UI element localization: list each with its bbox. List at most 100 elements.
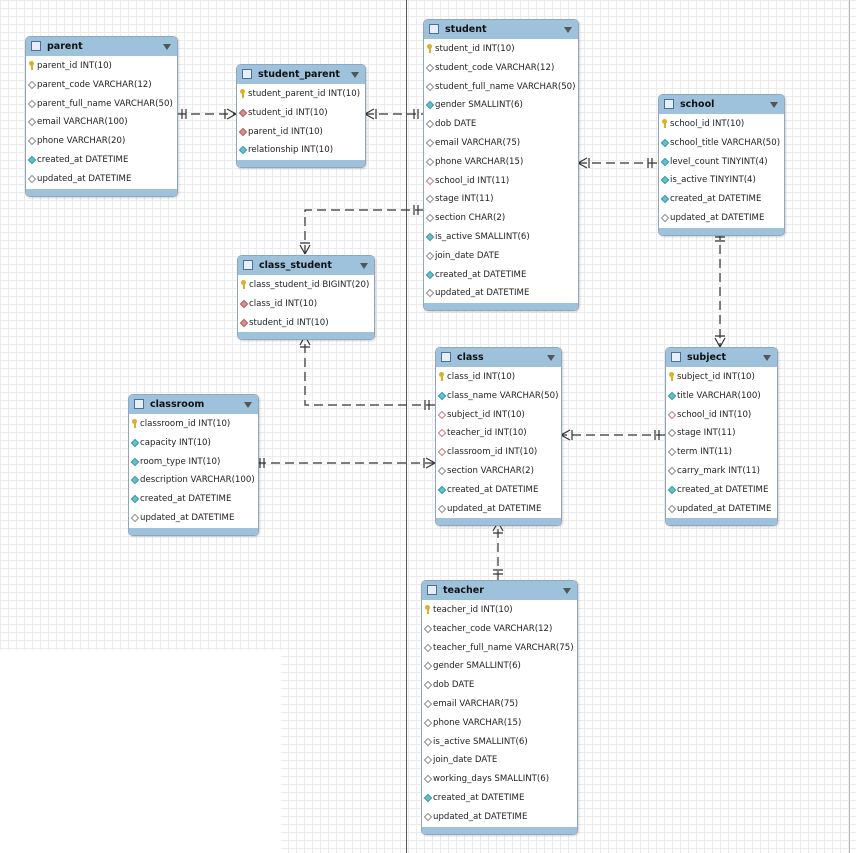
column-row[interactable]: term INT(11)	[666, 443, 777, 462]
column-row[interactable]: teacher_id INT(10)	[436, 424, 561, 443]
column-list: student_id INT(10)student_code VARCHAR(1…	[424, 39, 578, 303]
column-row[interactable]: dob DATE	[422, 676, 577, 695]
column-row[interactable]: relationship INT(10)	[237, 141, 365, 160]
column-row[interactable]: school_title VARCHAR(50)	[659, 134, 784, 153]
column-row[interactable]: is_active SMALLINT(6)	[424, 228, 578, 247]
collapse-arrow-icon[interactable]	[360, 263, 368, 269]
column-row[interactable]: working_days SMALLINT(6)	[422, 770, 577, 789]
column-row[interactable]: updated_at DATETIME	[422, 808, 577, 827]
column-row[interactable]: capacity INT(10)	[129, 434, 258, 453]
column-row[interactable]: created_at DATETIME	[436, 481, 561, 500]
column-row[interactable]: class_id INT(10)	[238, 295, 374, 314]
column-row[interactable]: student_id INT(10)	[424, 40, 578, 59]
column-row[interactable]: is_active SMALLINT(6)	[422, 733, 577, 752]
collapse-arrow-icon[interactable]	[564, 27, 572, 33]
column-row[interactable]: updated_at DATETIME	[129, 509, 258, 528]
column-row[interactable]: classroom_id INT(10)	[436, 443, 561, 462]
collapse-arrow-icon[interactable]	[563, 588, 571, 594]
column-row[interactable]: class_id INT(10)	[436, 368, 561, 387]
column-row[interactable]: updated_at DATETIME	[436, 500, 561, 519]
column-row[interactable]: level_count TINYINT(4)	[659, 153, 784, 172]
table-header[interactable]: teacher	[422, 581, 577, 600]
column-row[interactable]: gender SMALLINT(6)	[422, 657, 577, 676]
column-row[interactable]: room_type INT(10)	[129, 453, 258, 472]
column-row[interactable]: school_id INT(10)	[659, 115, 784, 134]
nullable-foreign-key-icon	[437, 410, 447, 419]
column-list: teacher_id INT(10)teacher_code VARCHAR(1…	[422, 600, 577, 827]
column-row[interactable]: gender SMALLINT(6)	[424, 96, 578, 115]
column-row[interactable]: phone VARCHAR(15)	[422, 714, 577, 733]
column-row[interactable]: dob DATE	[424, 115, 578, 134]
column-row[interactable]: school_id INT(10)	[666, 406, 777, 425]
column-text: is_active SMALLINT(6)	[433, 736, 528, 747]
column-row[interactable]: phone VARCHAR(15)	[424, 153, 578, 172]
column-row[interactable]: parent_id INT(10)	[237, 123, 365, 142]
column-row[interactable]: updated_at DATETIME	[26, 170, 177, 189]
table-header[interactable]: subject	[666, 348, 777, 367]
table-header[interactable]: parent	[26, 37, 177, 56]
table-header[interactable]: student	[424, 20, 578, 39]
column-row[interactable]: class_name VARCHAR(50)	[436, 387, 561, 406]
table-header[interactable]: school	[659, 95, 784, 114]
column-row[interactable]: stage INT(11)	[424, 190, 578, 209]
column-row[interactable]: teacher_full_name VARCHAR(75)	[422, 639, 577, 658]
column-row[interactable]: section VARCHAR(2)	[436, 462, 561, 481]
column-row[interactable]: updated_at DATETIME	[659, 209, 784, 228]
column-row[interactable]: created_at DATETIME	[659, 190, 784, 209]
column-row[interactable]: is_active TINYINT(4)	[659, 171, 784, 190]
column-row[interactable]: student_code VARCHAR(12)	[424, 59, 578, 78]
column-row[interactable]: created_at DATETIME	[424, 266, 578, 285]
column-row[interactable]: join_date DATE	[424, 247, 578, 266]
column-row[interactable]: title VARCHAR(100)	[666, 387, 777, 406]
column-row[interactable]: subject_id INT(10)	[666, 368, 777, 387]
column-row[interactable]: phone VARCHAR(20)	[26, 132, 177, 151]
column-row[interactable]: carry_mark INT(11)	[666, 462, 777, 481]
column-text: school_id INT(11)	[435, 175, 510, 186]
column-row[interactable]: student_full_name VARCHAR(50)	[424, 78, 578, 97]
column-row[interactable]: updated_at DATETIME	[424, 284, 578, 303]
column-row[interactable]: subject_id INT(10)	[436, 406, 561, 425]
column-row[interactable]: student_id INT(10)	[238, 314, 374, 333]
column-row[interactable]: created_at DATETIME	[422, 789, 577, 808]
column-row[interactable]: student_id INT(10)	[237, 104, 365, 123]
column-row[interactable]: classroom_id INT(10)	[129, 415, 258, 434]
column-row[interactable]: school_id INT(11)	[424, 172, 578, 191]
column-row[interactable]: section CHAR(2)	[424, 209, 578, 228]
column-row[interactable]: description VARCHAR(100)	[129, 471, 258, 490]
column-row[interactable]: teacher_id INT(10)	[422, 601, 577, 620]
column-row[interactable]: parent_code VARCHAR(12)	[26, 76, 177, 95]
table-header[interactable]: class_student	[238, 256, 374, 275]
collapse-arrow-icon[interactable]	[547, 355, 555, 361]
column-row[interactable]: parent_id INT(10)	[26, 57, 177, 76]
collapse-arrow-icon[interactable]	[770, 102, 778, 108]
column-row[interactable]: updated_at DATETIME	[666, 500, 777, 519]
collapse-arrow-icon[interactable]	[763, 355, 771, 361]
column-row[interactable]: created_at DATETIME	[129, 490, 258, 509]
table-header[interactable]: classroom	[129, 395, 258, 414]
column-row[interactable]: created_at DATETIME	[26, 151, 177, 170]
column-row[interactable]: join_date DATE	[422, 751, 577, 770]
column-row[interactable]: teacher_code VARCHAR(12)	[422, 620, 577, 639]
column-row[interactable]: created_at DATETIME	[666, 481, 777, 500]
column-row[interactable]: email VARCHAR(75)	[422, 695, 577, 714]
column-row[interactable]: parent_full_name VARCHAR(50)	[26, 95, 177, 114]
column-row[interactable]: student_parent_id INT(10)	[237, 85, 365, 104]
column-row[interactable]: stage INT(11)	[666, 424, 777, 443]
collapse-arrow-icon[interactable]	[244, 402, 252, 408]
table-header[interactable]: class	[436, 348, 561, 367]
collapse-arrow-icon[interactable]	[163, 44, 171, 50]
table-header[interactable]: student_parent	[237, 65, 365, 84]
column-row[interactable]: email VARCHAR(100)	[26, 113, 177, 132]
column-row[interactable]: email VARCHAR(75)	[424, 134, 578, 153]
column-row[interactable]: class_student_id BIGINT(20)	[238, 276, 374, 295]
collapse-arrow-icon[interactable]	[351, 72, 359, 78]
